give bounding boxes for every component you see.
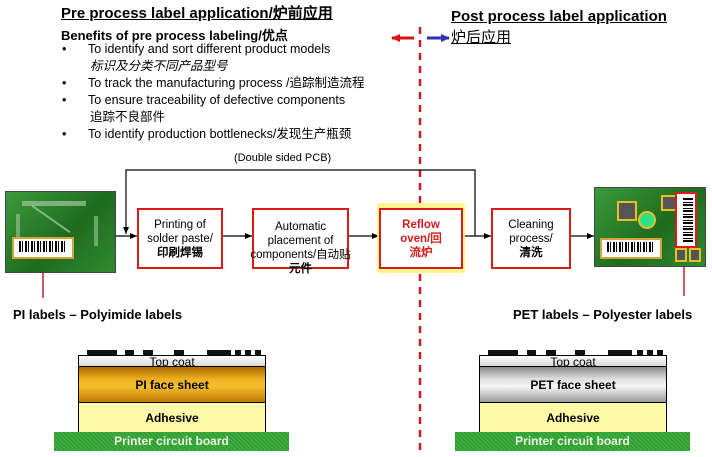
layer-label: Printer circuit board [515, 434, 630, 448]
loop-label: (Double sided PCB) [234, 152, 332, 164]
step-text: solder paste/ [147, 232, 213, 245]
step-text: components/自动贴 [250, 249, 351, 261]
double-sided-loop [123, 169, 476, 236]
benefit-text-cn: 标识及分类不同产品型号 [90, 59, 228, 73]
component-icon [638, 211, 656, 229]
pcb-after-image [594, 187, 706, 267]
post-process-title: Post process label application [451, 8, 667, 25]
step-text: Automatic [274, 221, 327, 233]
step-text: process/ [509, 232, 553, 245]
benefits-list: • To identify and sort different product… [60, 41, 364, 143]
vertical-barcode-label [675, 192, 697, 248]
layer-label: PI face sheet [135, 378, 209, 392]
step-text: Cleaning [508, 218, 554, 231]
pet-adhesive-layer: Adhesive [479, 402, 667, 433]
layer-label: Printer circuit board [114, 434, 229, 448]
bullet-icon: • [62, 76, 67, 90]
pi-label-heading: PI labels – Polyimide labels [13, 307, 183, 322]
pre-process-title: Pre process label application/炉前应用 [61, 5, 333, 22]
bullet-icon: • [62, 127, 67, 141]
step-text-cn: 清洗 [519, 246, 543, 259]
benefits-heading: Benefits of pre process labeling/优点 [61, 28, 288, 43]
benefit-text-cn: 追踪不良部件 [90, 110, 166, 124]
barcode-icon [19, 241, 67, 252]
step-component-placement: Automatic placement of components/自动贴 元件 [250, 208, 351, 275]
step-text: Reflow [402, 218, 440, 231]
bullet-icon: • [62, 42, 67, 56]
pcb-before-image [5, 191, 116, 273]
step-cleaning-process: Cleaning process/ 清洗 [491, 208, 571, 269]
pet-label-heading: PET labels – Polyester labels [513, 307, 693, 322]
benefit-item: • To ensure traceability of defective co… [60, 92, 364, 109]
layer-label: Adhesive [546, 411, 600, 425]
pi-pcb-substrate: Printer circuit board [54, 432, 289, 451]
step-text-cn: 印刷焊锡 [156, 246, 203, 259]
barcode-label [600, 238, 662, 259]
pi-adhesive-layer: Adhesive [78, 402, 266, 433]
step-printing-solder-paste: Printing of solder paste/ 印刷焊锡 [137, 208, 223, 269]
barcode-label [12, 237, 74, 259]
barcode-icon [683, 198, 693, 242]
pet-pcb-substrate: Printer circuit board [455, 432, 690, 451]
layer-label: Top coat [550, 355, 596, 367]
layer-label: PET face sheet [530, 378, 616, 392]
benefit-text: To track the manufacturing process /追踪制造… [88, 76, 365, 90]
step-reflow-oven: Reflow oven/回 流炉 [379, 208, 463, 269]
benefit-text: To identify production bottlenecks/发现生产瓶… [88, 127, 352, 141]
benefit-text: To identify and sort different product m… [88, 42, 331, 56]
step-text: placement of [267, 235, 334, 247]
barcode-icon [607, 242, 655, 252]
pi-face-sheet-layer: PI face sheet [78, 366, 266, 403]
bullet-icon: • [62, 93, 67, 107]
benefit-item: • To identify production bottlenecks/发现生… [60, 126, 364, 143]
layer-label: Adhesive [145, 411, 199, 425]
benefit-item: • To identify and sort different product… [60, 41, 364, 58]
step-text-cn: 流炉 [409, 246, 433, 259]
pet-face-sheet-layer: PET face sheet [479, 366, 667, 403]
step-text: Printing of [154, 218, 206, 231]
step-text: oven/回 [400, 232, 442, 245]
benefit-text: To ensure traceability of defective comp… [88, 93, 346, 107]
step-text-cn: 元件 [289, 263, 312, 275]
layer-label: Top coat [149, 355, 195, 367]
component-icon [617, 201, 637, 221]
benefit-item: • To track the manufacturing process /追踪… [60, 75, 364, 92]
post-process-title-cn: 炉后应用 [451, 29, 512, 46]
